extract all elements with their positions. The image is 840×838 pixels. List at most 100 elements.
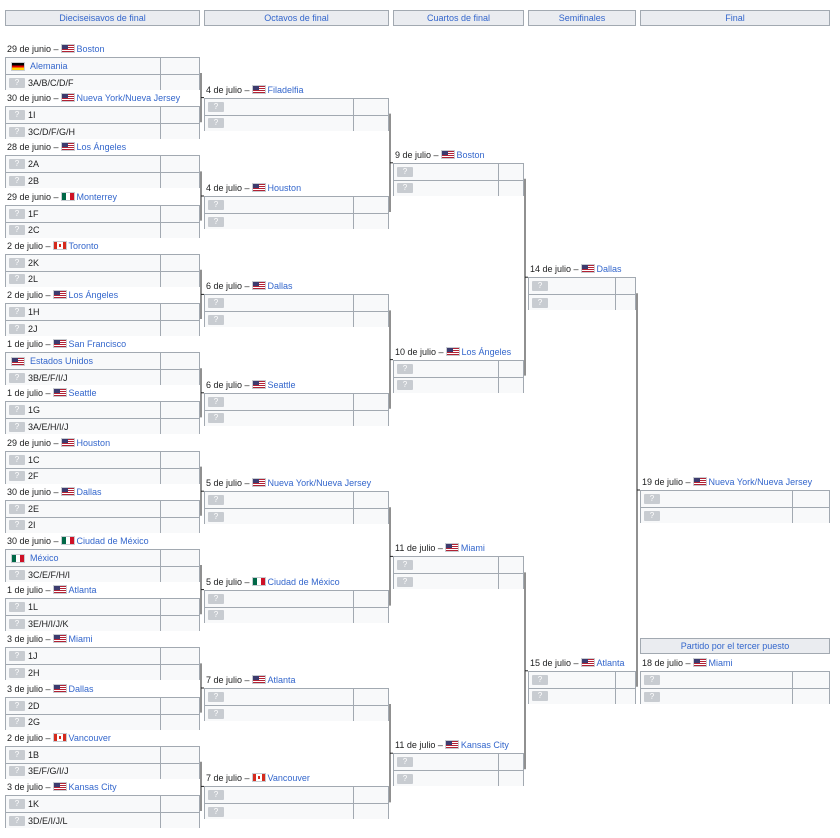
match-date: 9 de julio – — [395, 149, 439, 160]
team-row: Alemania — [6, 58, 199, 74]
team-name: 2D — [28, 700, 40, 711]
team-row: ?1B — [6, 746, 199, 763]
match-date: 29 de junio – — [7, 191, 59, 202]
score-cell — [792, 491, 829, 507]
team-row: ? — [529, 671, 635, 688]
score-cell — [160, 665, 199, 681]
match-header: 9 de julio – Boston — [395, 148, 485, 162]
match-header: 3 de julio –Dallas — [7, 682, 94, 696]
score-cell — [353, 706, 388, 721]
placeholder-flag-icon: ? — [397, 560, 413, 571]
match-box-qf: ?? — [393, 162, 524, 196]
venue-link[interactable]: Nueva York/Nueva Jersey — [76, 93, 181, 104]
team-name: 3D/E/I/J/L — [28, 815, 68, 826]
score-cell — [353, 295, 388, 312]
match-header: 18 de julio –Miami — [642, 656, 733, 670]
venue-link[interactable]: Miami — [460, 543, 485, 554]
score-cell — [160, 75, 199, 90]
venue-link[interactable]: Los Ángeles — [76, 142, 127, 153]
placeholder-flag-icon: ? — [208, 708, 224, 719]
team-name: 2A — [28, 159, 40, 170]
team-name[interactable]: Estados Unidos — [30, 356, 94, 367]
match-header: 1 de julio –Seattle — [7, 386, 97, 400]
mx-flag-icon — [11, 553, 25, 563]
venue-link[interactable]: Boston — [76, 44, 105, 54]
round-header-qf[interactable]: Cuartos de final — [393, 10, 524, 26]
match-date: 2 de julio – — [7, 290, 51, 300]
venue-link[interactable]: Atlanta — [68, 585, 97, 596]
venue-link[interactable]: Ciudad de México — [76, 536, 149, 546]
team-name: 2J — [28, 323, 38, 334]
venue-link[interactable]: Atlanta — [267, 675, 296, 685]
match-box-r32: ?1J?2H — [5, 647, 200, 681]
round-header-sf[interactable]: Semifinales — [528, 10, 636, 26]
venue-link[interactable]: Los Ángeles — [68, 290, 119, 300]
team-name[interactable]: México — [30, 553, 59, 563]
team-cell: ?3A/B/C/D/F — [6, 75, 160, 90]
venue-link[interactable]: Dallas — [76, 486, 102, 497]
score-cell — [160, 156, 199, 173]
venue-link[interactable]: Nueva York/Nueva Jersey — [708, 477, 813, 487]
team-cell: ? — [205, 312, 353, 328]
match-header: 2 de julio –Toronto — [7, 239, 99, 253]
venue-link[interactable]: Kansas City — [68, 782, 117, 792]
placeholder-flag-icon: ? — [9, 257, 25, 268]
match-date: 15 de julio – — [530, 657, 579, 668]
match-box-r32: ?1H?2J — [5, 303, 200, 336]
match-date: 11 de julio – — [395, 740, 443, 751]
venue-link[interactable]: Seattle — [267, 379, 296, 390]
team-row: ? — [205, 409, 388, 426]
match-header: 29 de junio –Houston — [7, 436, 110, 450]
venue-link[interactable]: Toronto — [68, 240, 99, 251]
venue-link[interactable]: Dallas — [596, 264, 622, 275]
venue-link[interactable]: Miami — [708, 658, 733, 668]
round-header-final[interactable]: Final — [640, 10, 830, 26]
venue-link[interactable]: San Francisco — [68, 339, 127, 350]
team-row: ? — [205, 114, 388, 131]
venue-link[interactable]: Boston — [456, 149, 485, 160]
score-cell — [160, 107, 199, 124]
match-box-third-place: ?? — [640, 671, 830, 704]
match-box-r32: ?2D ?2G — [5, 696, 200, 730]
venue-link[interactable]: Los Ángeles — [461, 346, 512, 357]
venue-link[interactable]: Houston — [267, 183, 302, 193]
score-cell — [160, 353, 199, 370]
placeholder-flag-icon: ? — [208, 511, 224, 522]
team-row: ?2H — [6, 664, 199, 681]
venue-link[interactable]: Vancouver — [68, 732, 111, 743]
team-name: 1I — [28, 110, 36, 121]
team-row: ? — [641, 507, 829, 523]
venue-link[interactable]: Atlanta — [596, 657, 625, 668]
match-date: 5 de julio – — [206, 576, 250, 587]
venue-link[interactable]: Vancouver — [267, 773, 310, 784]
team-cell: ? — [205, 197, 353, 213]
third-place-header[interactable]: Partido por el tercer puesto — [640, 638, 830, 654]
match-date: 3 de julio – — [7, 634, 51, 645]
score-cell — [498, 771, 523, 787]
venue-link[interactable]: Ciudad de México — [267, 576, 340, 587]
venue-link[interactable]: Seattle — [68, 388, 97, 399]
venue-link[interactable]: Houston — [76, 437, 111, 448]
venue-link[interactable]: Monterrey — [76, 191, 118, 202]
venue-link[interactable]: Dallas — [68, 683, 94, 694]
venue-link[interactable]: Filadelfia — [267, 84, 304, 95]
round-header-r32[interactable]: Dieciseisavos de final — [5, 10, 200, 26]
venue-link[interactable]: Nueva York/Nueva Jersey — [267, 478, 372, 489]
team-cell: ? — [394, 557, 498, 574]
team-cell: ?1C — [6, 451, 160, 468]
placeholder-flag-icon: ? — [9, 618, 25, 629]
venue-link[interactable]: Miami — [68, 634, 93, 645]
score-cell — [160, 254, 199, 271]
team-name[interactable]: Alemania — [30, 61, 68, 71]
round-header-r16[interactable]: Octavos de final — [204, 10, 389, 26]
team-cell: ?2G — [6, 714, 160, 730]
placeholder-flag-icon: ? — [9, 717, 25, 728]
team-row: ?2F — [6, 467, 199, 484]
venue-link[interactable]: Kansas City — [460, 740, 509, 751]
team-cell: ?2F — [6, 468, 160, 484]
match-box-r32: México?3C/E/F/H/I — [5, 549, 200, 582]
team-row: ?2E — [6, 500, 199, 517]
match-box-sf: ?? — [528, 277, 636, 311]
team-name: 3A/B/C/D/F — [28, 77, 74, 88]
venue-link[interactable]: Dallas — [267, 281, 293, 292]
